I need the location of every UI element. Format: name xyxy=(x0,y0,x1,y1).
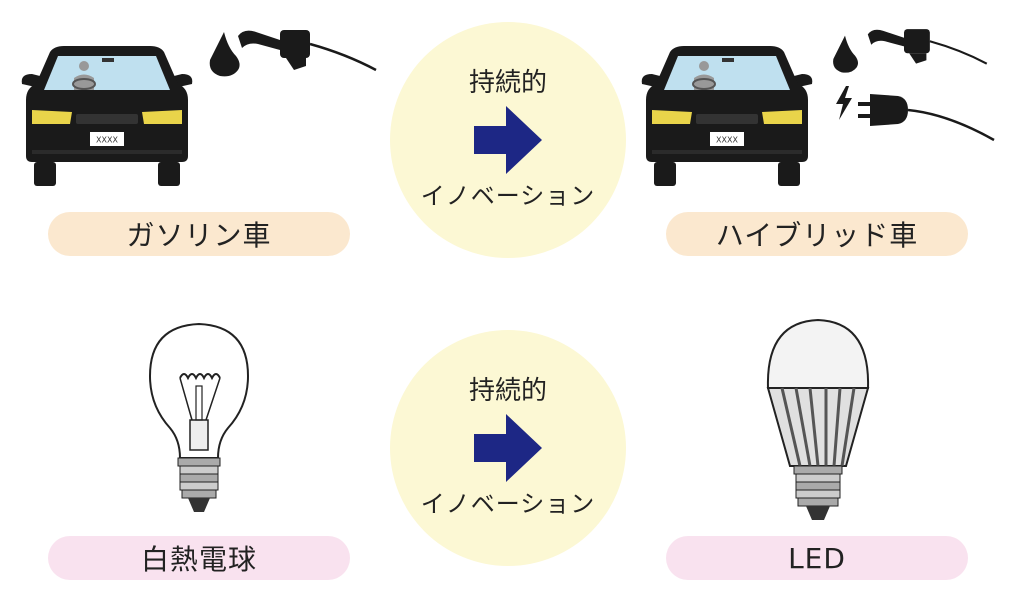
incandescent-bulb-label: 白熱電球 xyxy=(48,536,350,580)
incandescent-bulb-icon xyxy=(148,322,250,512)
plug-icon xyxy=(858,94,995,142)
led-bulb-icon xyxy=(766,318,870,520)
led-label: LED xyxy=(666,536,968,580)
innovation-label-top: 持続的 xyxy=(468,376,547,406)
fuel-nozzle-icon xyxy=(238,30,377,72)
arrow-right-icon xyxy=(474,106,542,174)
innovation-circle-1: 持続的 イノベーション xyxy=(390,22,626,258)
oil-drop-icon xyxy=(833,35,858,73)
innovation-label-bottom: イノベーション xyxy=(420,490,596,518)
arrow-right-icon xyxy=(474,414,542,482)
hybrid-car-label: ハイブリッド車 xyxy=(666,212,968,256)
innovation-circle-2: 持続的 イノベーション xyxy=(390,330,626,566)
car-icon: XXXX xyxy=(21,46,193,186)
license-plate-text: XXXX xyxy=(716,136,738,145)
fuel-nozzle-icon xyxy=(867,29,988,65)
oil-drop-icon xyxy=(209,32,240,77)
lightning-icon xyxy=(836,86,852,120)
innovation-label-bottom: イノベーション xyxy=(420,182,596,210)
gasoline-car-label: ガソリン車 xyxy=(48,212,350,256)
innovation-label-top: 持続的 xyxy=(468,68,547,98)
hybrid-car-icon: XXXX xyxy=(641,46,813,186)
license-plate-text: XXXX xyxy=(96,136,118,145)
